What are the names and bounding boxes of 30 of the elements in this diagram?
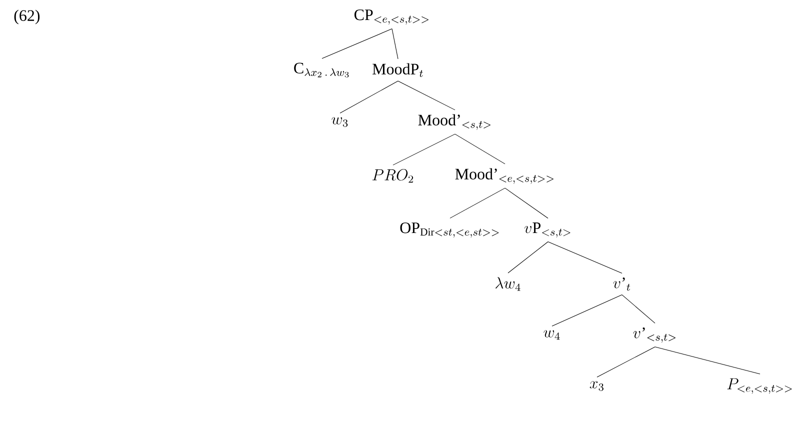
tree-node-label: $\mathrm{MoodP}_t$ <box>372 63 423 77</box>
tree-branch <box>622 294 656 324</box>
tree-node-label: $v\mathrm{P}_{<s,t>}$ <box>524 222 570 238</box>
tree-branch <box>548 241 622 274</box>
tree-node-label: $\mathrm{Mood}\textrm{'}_{<s,t>}$ <box>418 114 491 130</box>
tree-branch <box>392 134 456 166</box>
tree-node-label: $\mathrm{Mood}\textrm{'}_{<e,<s,t>>}$ <box>455 168 554 184</box>
tree-node-label: $\mathrm{OP}_{\mathrm{Dir}<st,<e,st>>}$ <box>400 222 499 238</box>
tree-branch <box>654 346 760 374</box>
tree-branch <box>398 80 456 110</box>
tree-branch <box>322 28 392 59</box>
tree-node-label: $\mathrm{CP}_{<e,<s,t>>}$ <box>354 9 429 24</box>
tree-node-label: $w_3$ <box>332 117 348 127</box>
tree-node-label: $v\textrm{'}_{<s,t>}$ <box>633 327 676 343</box>
tree-node-label: $\lambda w_4$ <box>496 277 520 291</box>
tree-node-label: $v\textrm{'}_t$ <box>613 277 630 291</box>
tree-branch <box>450 188 506 218</box>
tree-branch <box>340 80 398 114</box>
tree-branch <box>552 294 622 326</box>
tree-branch <box>596 346 656 378</box>
tree-branch <box>504 188 548 219</box>
tree-node-label: $w_4$ <box>544 330 560 340</box>
example-number: (62) <box>14 10 40 24</box>
tree-node-label: $x_3$ <box>590 381 604 391</box>
tree-branch <box>508 241 548 274</box>
tree-node-label: $PRO_2$ <box>372 169 414 183</box>
tree-branch <box>454 134 506 164</box>
tree-node-label: $P_{<e,<s,t>>}$ <box>727 378 792 394</box>
tree-branch <box>392 28 398 60</box>
tree-node-label: $\mathrm{C}_{\lambda x_2\,.\,\lambda w_3}$ <box>294 62 349 78</box>
